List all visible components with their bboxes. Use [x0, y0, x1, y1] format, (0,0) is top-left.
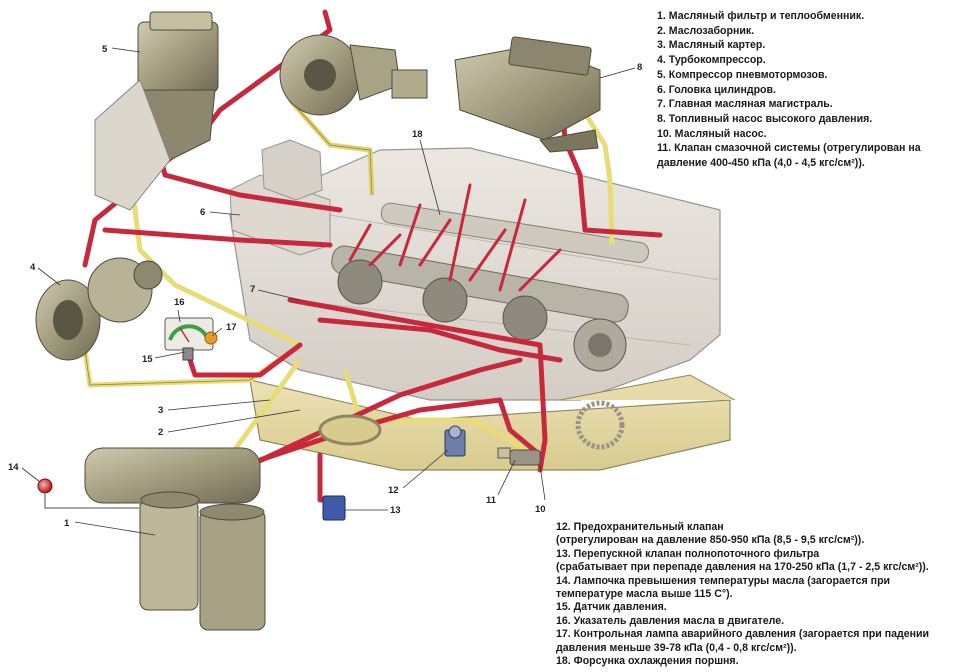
callout-5: 5: [102, 44, 108, 55]
callout-17: 17: [226, 322, 237, 333]
legend-item: 2. Маслозаборник.: [657, 24, 755, 37]
leader-lines: [21, 47, 636, 536]
air-brake-compressor: [94, 11, 219, 211]
legend-item-continuation: (срабатывает при перепаде давления на 17…: [556, 561, 929, 574]
legend-item: 14. Лампочка превышения температуры масл…: [556, 574, 891, 587]
legend-item: 8. Топливный насос высокого давления.: [657, 112, 873, 125]
callout-3: 3: [158, 405, 163, 416]
piston-cooling-jets: [348, 183, 562, 292]
legend-item: 18. Форсунка охлаждения поршня.: [556, 655, 739, 668]
oil-pump: [509, 449, 541, 466]
callout-2: 2: [158, 427, 163, 438]
lubrication-valve: [497, 447, 511, 459]
legend-item: 5. Компрессор пневмотормозов.: [657, 68, 828, 81]
legend-item-continuation: температуре масла выше 115 С°).: [556, 588, 733, 601]
pressure-oil-lines: [82, 9, 663, 503]
bypass-valve: [322, 495, 346, 521]
callout-14: 14: [8, 462, 19, 473]
oil-pressure-gauge: [164, 317, 214, 351]
oil-sump: [249, 374, 736, 471]
callout-15: 15: [142, 354, 153, 365]
legend-item: 15. Датчик давления.: [556, 601, 667, 614]
callout-12: 12: [388, 485, 399, 496]
turbocharger: [35, 257, 163, 361]
callout-16: 16: [174, 297, 185, 308]
callout-10: 10: [535, 504, 546, 515]
legend-item-continuation: давление 400-450 кПа (4,0 - 4,5 кгс/см²)…: [657, 157, 865, 170]
callout-11: 11: [486, 495, 497, 506]
legend-item-continuation: (отрегулирован на давление 850-950 кПа (…: [556, 534, 865, 547]
callout-1: 1: [64, 518, 70, 529]
legend-item: 10. Масляный насос.: [657, 127, 767, 140]
legend-top: 1. Масляный фильтр и теплообменник. 2. Ма…: [657, 9, 957, 171]
legend-item-continuation: давления меньше 39-78 кПа (0,4 - 0,8 кгс…: [556, 641, 797, 654]
legend-item: 13. Перепускной клапан полнопоточного фи…: [556, 547, 820, 560]
legend-item: 16. Указатель давления масла в двигателе…: [556, 614, 785, 627]
oil-intake: [318, 414, 382, 446]
callout-6: 6: [200, 207, 205, 218]
callout-13: 13: [390, 505, 401, 516]
legend-item: 17. Контрольная лампа аварийного давлени…: [556, 628, 930, 641]
pressure-warning-lamp: [204, 331, 218, 345]
pressure-sensor: [182, 347, 194, 361]
legend-item: 12. Предохранительный клапан: [556, 521, 724, 533]
legend-bottom: 12. Предохранительный клапан(отрегулиров…: [556, 521, 956, 668]
legend-item: 3. Масляный картер.: [657, 39, 766, 52]
legend-item: 11. Клапан смазочной системы (отрегулиро…: [657, 142, 921, 155]
legend-item: 4. Турбокомпрессор.: [657, 54, 766, 67]
legend-item: 6. Головка цилиндров.: [657, 83, 776, 96]
safety-valve: [444, 425, 466, 457]
callout-4: 4: [30, 262, 36, 273]
callout-numbers: 5 6 7 4 16 17 15 3 2 14 1 18 8 12 13 11 …: [8, 44, 642, 529]
callout-8: 8: [637, 62, 642, 73]
turbocharger-top: [279, 34, 428, 116]
legend-item: 1. Масляный фильтр и теплообменник.: [657, 10, 865, 22]
legend-item: 7. Главная масляная магистраль.: [657, 98, 833, 111]
callout-7: 7: [250, 284, 255, 295]
fuel-injection-pump: [454, 36, 601, 153]
callout-18: 18: [412, 129, 423, 140]
oil-filter-heat-exchanger: [84, 447, 266, 631]
temperature-warning-lamp: [37, 478, 141, 509]
